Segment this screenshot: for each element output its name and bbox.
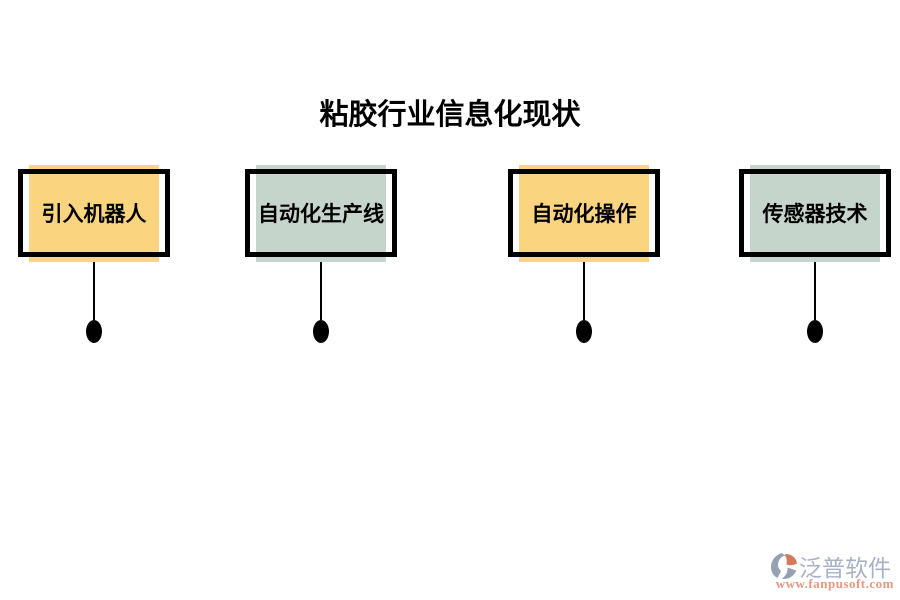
connector-dot <box>576 320 592 343</box>
brand-url: www.fanpusoft.com <box>775 576 894 591</box>
fanpu-logo-icon <box>770 552 798 580</box>
node-fill <box>519 165 649 262</box>
node-frame: 自动化操作 <box>508 169 660 257</box>
node-sensor-technology: 传感器技术 <box>739 165 891 343</box>
node-label: 引入机器人 <box>41 202 147 226</box>
node-automated-production-line: 自动化生产线 <box>245 165 397 343</box>
diagram-title: 粘胶行业信息化现状 <box>319 97 581 131</box>
node-fill <box>256 165 386 262</box>
connector-dot <box>807 320 823 343</box>
node-label: 传感器技术 <box>762 202 868 226</box>
connector-line <box>320 262 322 320</box>
connector-dot <box>313 320 329 343</box>
connector-line <box>93 262 95 320</box>
connector-dot <box>86 320 102 343</box>
connector-line <box>583 262 585 320</box>
node-fill <box>29 165 159 262</box>
node-frame: 引入机器人 <box>18 169 170 257</box>
node-frame: 自动化生产线 <box>245 169 397 257</box>
node-automated-operation: 自动化操作 <box>508 165 660 343</box>
node-frame: 传感器技术 <box>739 169 891 257</box>
node-label: 自动化操作 <box>531 202 637 226</box>
node-label: 自动化生产线 <box>258 202 384 226</box>
brand-name: 泛普软件 <box>799 556 891 582</box>
brand-logo: 泛普软件 www.fanpusoft.com <box>768 548 896 594</box>
node-introduce-robots: 引入机器人 <box>18 165 170 343</box>
connector-line <box>814 262 816 320</box>
node-fill <box>750 165 880 262</box>
